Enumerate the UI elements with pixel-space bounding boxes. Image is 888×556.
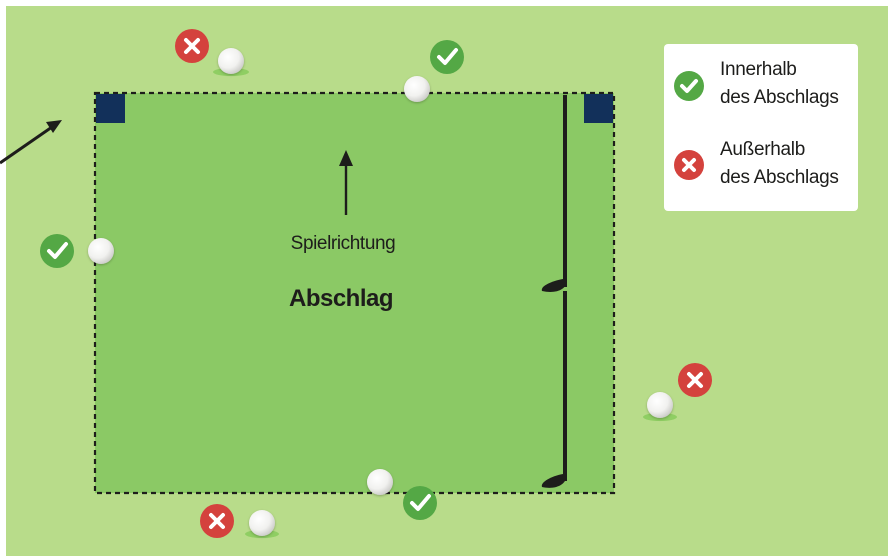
legend-inside-line1: Innerhalb: [720, 56, 839, 84]
cross-icon: [200, 504, 234, 538]
legend-outside-line2: des Abschlags: [720, 164, 839, 192]
golf-ball-left: [88, 238, 114, 264]
area-label: Abschlag: [289, 285, 393, 312]
tee-marker-left: [96, 94, 125, 123]
cross-icon: [678, 363, 712, 397]
golf-ball-bottom-center: [367, 469, 393, 495]
legend-inside-label: Innerhalb des Abschlags: [720, 56, 839, 112]
check-icon: [674, 71, 704, 101]
legend-outside-label: Außerhalb des Abschlags: [720, 136, 839, 192]
cross-icon: [674, 150, 704, 180]
check-icon: [40, 234, 74, 268]
legend-inside-line2: des Abschlags: [720, 84, 839, 112]
legend-outside-line1: Außerhalb: [720, 136, 839, 164]
golf-ball-top-center: [404, 76, 430, 102]
legend: Innerhalb des Abschlags Außerhalb des Ab…: [664, 44, 858, 211]
direction-label: Spielrichtung: [291, 233, 396, 254]
cross-icon: [175, 29, 209, 63]
check-icon: [403, 486, 437, 520]
tee-marker-right: [584, 94, 613, 123]
check-icon: [430, 40, 464, 74]
